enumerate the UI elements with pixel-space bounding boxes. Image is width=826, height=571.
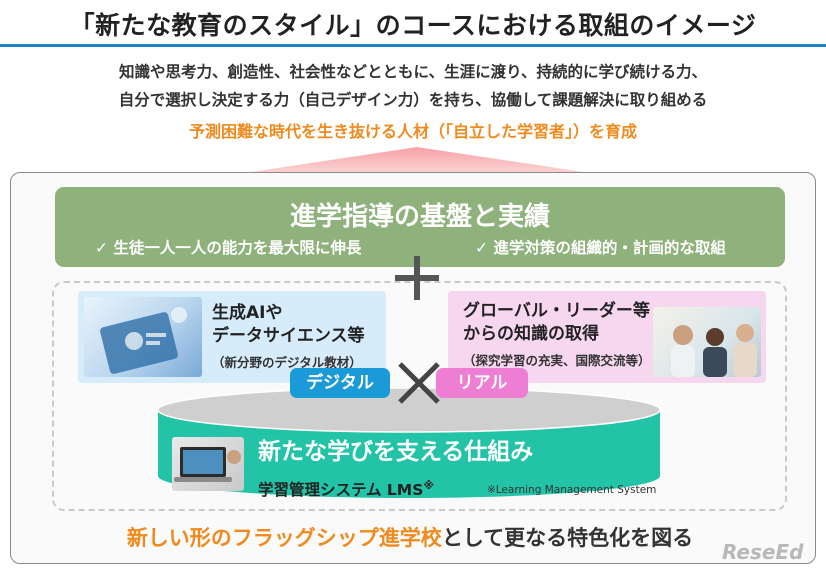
digital-line-1: 生成AIや [212,303,283,323]
title-divider [0,44,826,47]
up-arrow-icon [245,147,590,173]
digital-tag: デジタル [290,368,390,398]
bottom-highlight: 新しい形のフラッグシップ進学校 [126,526,442,550]
platform-title: 新たな学びを支える仕組み [258,439,534,465]
bottom-message: 新しい形のフラッグシップ進学校として更なる特色化を図る [55,522,765,552]
foundation-point-2: ✓ 進学対策の組織的・計画的な取組 [475,239,726,257]
real-line-1: グローバル・リーダー等 [463,301,650,321]
plus-icon [395,256,439,300]
bottom-rest: として更なる特色化を図る [441,526,694,550]
foundation-point-1: ✓ 生徒一人一人の能力を最大限に伸長 [95,239,362,257]
tablet-photo-icon [84,297,202,377]
real-line-2: からの知識の取得 [463,324,599,344]
meeting-photo-icon [653,307,761,377]
real-tag: リアル [436,368,528,398]
lms-footnote-mark: ※ [423,478,435,492]
digital-line-2: データサイエンス等 [212,326,365,346]
page-title: 「新たな教育のスタイル」のコースにおける取組のイメージ [69,11,757,40]
goal-statement: 予測困難な時代を生き抜ける人材（「自立した学習者」）を育成 [188,122,637,141]
foundation-panel: 進学指導の基盤と実績 ✓ 生徒一人一人の能力を最大限に伸長 ✓ 進学対策の組織的… [55,187,785,267]
laptop-photo-icon [172,437,244,491]
watermark-logo: ReseEd [722,540,804,564]
intro-line-2: 自分で選択し決定する力（自己デザイン力）を持ち、協働して課題解決に取り組める [118,91,708,109]
multiply-icon [398,362,440,404]
intro-line-1: 知識や思考力、創造性、社会性などとともに、生涯に渡り、持続的に学び続ける力、 [119,63,707,81]
lms-text: 学習管理システム LMS [258,481,424,499]
digital-sub: （新分野のデジタル教材） [212,355,362,370]
foundation-title: 進学指導の基盤と実績 [289,202,550,232]
platform-cylinder [158,388,660,498]
lms-note: ※Learning Management System [487,484,657,496]
lms-label: 学習管理システム LMS※ [258,478,434,500]
real-sub: （探究学習の充実、国際交流等） [463,353,651,368]
